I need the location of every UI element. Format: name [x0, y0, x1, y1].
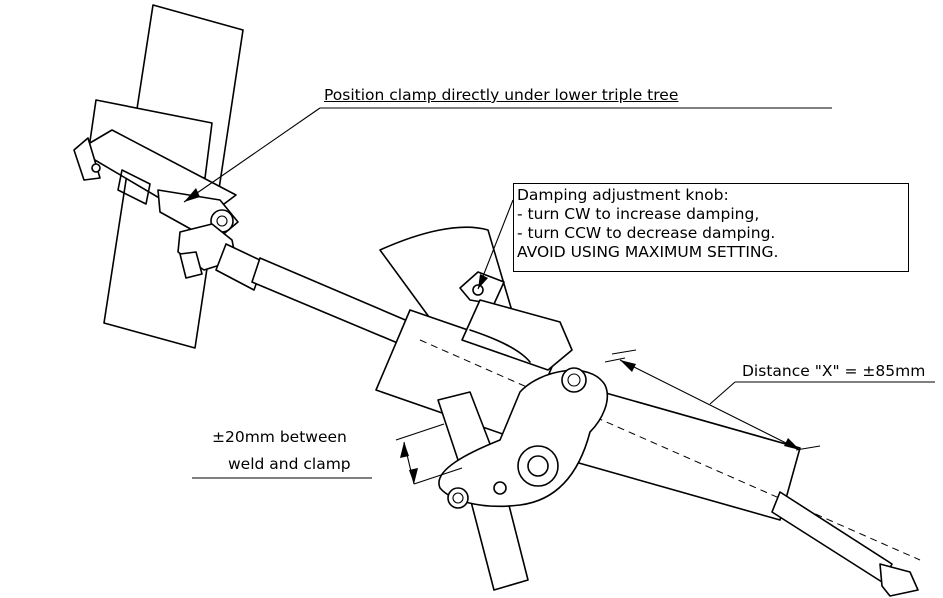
damping-knob-note: Damping adjustment knob: - turn CW to in…: [513, 183, 909, 272]
distance-x-dimension: [604, 349, 935, 451]
distance-x-label: Distance "X" = ±85mm: [742, 362, 926, 380]
damping-knob-warning: AVOID USING MAXIMUM SETTING.: [517, 243, 779, 261]
damping-knob-leader: [477, 199, 514, 290]
piston-rod-right: [771, 491, 919, 597]
weld-clamp-label-line2: weld and clamp: [228, 455, 351, 473]
clamp-position-note: Position clamp directly under lower trip…: [324, 86, 679, 104]
damping-knob-title: Damping adjustment knob:: [517, 186, 729, 204]
damping-knob-ccw-line: - turn CCW to decrease damping.: [517, 224, 776, 242]
weld-clamp-label-line1: ±20mm between: [212, 428, 347, 446]
damping-knob: [459, 271, 505, 305]
piston-rod-left: [251, 257, 411, 345]
mounting-bracket: [438, 367, 609, 509]
damper-body: [375, 299, 921, 561]
weld-clamp-dimension: [192, 423, 463, 485]
clamp-position-leader: [183, 107, 832, 203]
rod-end: [177, 223, 265, 291]
damping-knob-cw-line: - turn CW to increase damping,: [517, 205, 760, 223]
